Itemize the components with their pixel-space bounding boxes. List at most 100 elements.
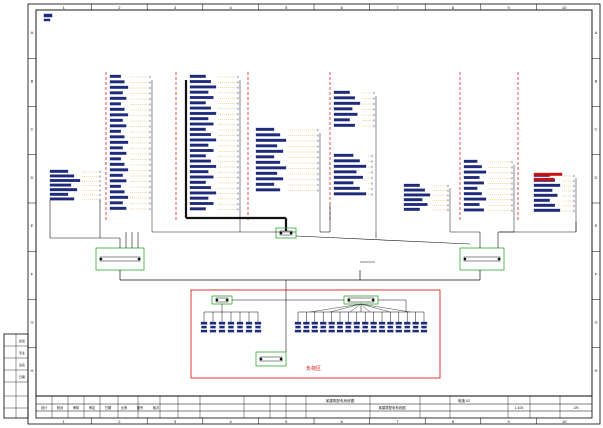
- circuit-label: [109, 96, 127, 100]
- branch-label: [311, 321, 318, 325]
- circuit-label: [109, 162, 125, 166]
- circuit-label: [333, 153, 354, 157]
- circuit-label: [463, 181, 484, 185]
- circuit-label: [189, 138, 217, 142]
- zone-number-top: 7: [396, 5, 399, 10]
- branch-label: [354, 325, 360, 329]
- circuit-label: [189, 127, 206, 131]
- circuit-label: [255, 133, 281, 137]
- zone-letter-right: F: [595, 271, 598, 276]
- circuit-label: [49, 192, 69, 196]
- zone-number-top: 3: [174, 5, 177, 10]
- branch-label: [362, 325, 368, 329]
- branch-label: [362, 329, 369, 333]
- device-outline: [255, 351, 287, 367]
- circuit-label: [333, 96, 355, 100]
- device-node: [371, 298, 375, 302]
- branch-label: [395, 321, 402, 325]
- drawing-scale: 1:100: [515, 406, 524, 410]
- circuit-label: [189, 101, 206, 105]
- circuit-label: [109, 102, 121, 106]
- circuit-label: [189, 196, 209, 200]
- title-cell-label: 日期: [105, 405, 111, 410]
- drawing-title-repeat: 某建筑配电系统图: [378, 405, 406, 410]
- circuit-label: [333, 101, 361, 105]
- branch-label: [337, 325, 343, 329]
- zone-number-bottom: 9: [507, 419, 510, 424]
- branch-label: [336, 321, 344, 325]
- circuit-label: [463, 176, 480, 179]
- branch-label: [379, 325, 385, 329]
- branch-label: [311, 329, 318, 333]
- circuit-label: [333, 181, 354, 185]
- circuit-label: [49, 179, 81, 182]
- zone-letter-right: E: [595, 223, 598, 228]
- device-node: [279, 231, 283, 235]
- zone-number-top: 6: [341, 5, 344, 10]
- branch-label: [345, 325, 352, 329]
- circuit-label: [533, 198, 550, 202]
- title-cell-label: 设计: [41, 405, 48, 410]
- sheet-number: 2/5: [574, 406, 579, 410]
- highlight-circuit: [533, 177, 555, 181]
- branch-label: [404, 321, 411, 325]
- circuit-label: [255, 160, 281, 164]
- branch-label: [219, 325, 225, 329]
- branch-label: [201, 325, 207, 329]
- branch-label: [353, 321, 360, 325]
- device-bus: [463, 256, 501, 262]
- branch-label: [370, 329, 377, 333]
- branch-label: [218, 329, 226, 333]
- header-mark: [43, 13, 53, 18]
- circuit-label: [49, 197, 75, 201]
- circuit-label: [333, 107, 353, 111]
- circuit-label: [109, 129, 121, 133]
- branch-label: [227, 329, 235, 333]
- circuit-label: [333, 112, 358, 116]
- circuit-label: [255, 166, 287, 170]
- branch-label: [412, 325, 419, 329]
- branch-label: [209, 321, 217, 325]
- zone-letter-right: B: [595, 78, 598, 83]
- branch-label: [294, 329, 302, 333]
- branches-right: [294, 311, 428, 333]
- signature-label: 签名: [19, 362, 25, 367]
- branch-label: [345, 321, 352, 325]
- zone-letter-left: G: [30, 320, 33, 325]
- circuit-label: [189, 164, 217, 168]
- branch-label: [312, 325, 318, 329]
- circuit-label: [463, 159, 478, 163]
- circuit-label: [189, 207, 206, 211]
- zone-number-top: 5: [285, 5, 288, 10]
- circuit-label: [189, 154, 206, 158]
- circuit-label: [189, 74, 206, 78]
- circuit-label: [403, 203, 428, 206]
- circuit-label: [403, 188, 425, 192]
- zone-letter-left: C: [31, 127, 34, 132]
- circuit-label: [109, 124, 127, 128]
- zone-letter-left: H: [31, 368, 34, 373]
- zone-number-bottom: 4: [229, 419, 232, 424]
- circuit-label: [109, 201, 123, 205]
- wiring-diagram: 负荷区: [43, 13, 577, 379]
- branch-label: [303, 329, 310, 333]
- circuit-label: [189, 149, 214, 152]
- branch-label: [200, 321, 208, 325]
- circuit-label: [463, 186, 478, 190]
- branch-label: [320, 329, 327, 333]
- circuit-label: [333, 175, 363, 179]
- device-node: [99, 257, 103, 261]
- branch-label: [387, 321, 394, 325]
- circuit-label: [189, 80, 211, 84]
- circuit-label: [463, 192, 482, 196]
- drawing-number: 电施-02: [458, 398, 470, 403]
- circuit-label: [109, 113, 129, 117]
- zone-number-bottom: 5: [285, 419, 288, 424]
- branch-label: [412, 329, 419, 333]
- zone-number-bottom: 2: [118, 419, 121, 424]
- branch-label: [387, 325, 394, 329]
- zone-number-top: 9: [507, 5, 510, 10]
- distribution-box-right: [459, 247, 505, 271]
